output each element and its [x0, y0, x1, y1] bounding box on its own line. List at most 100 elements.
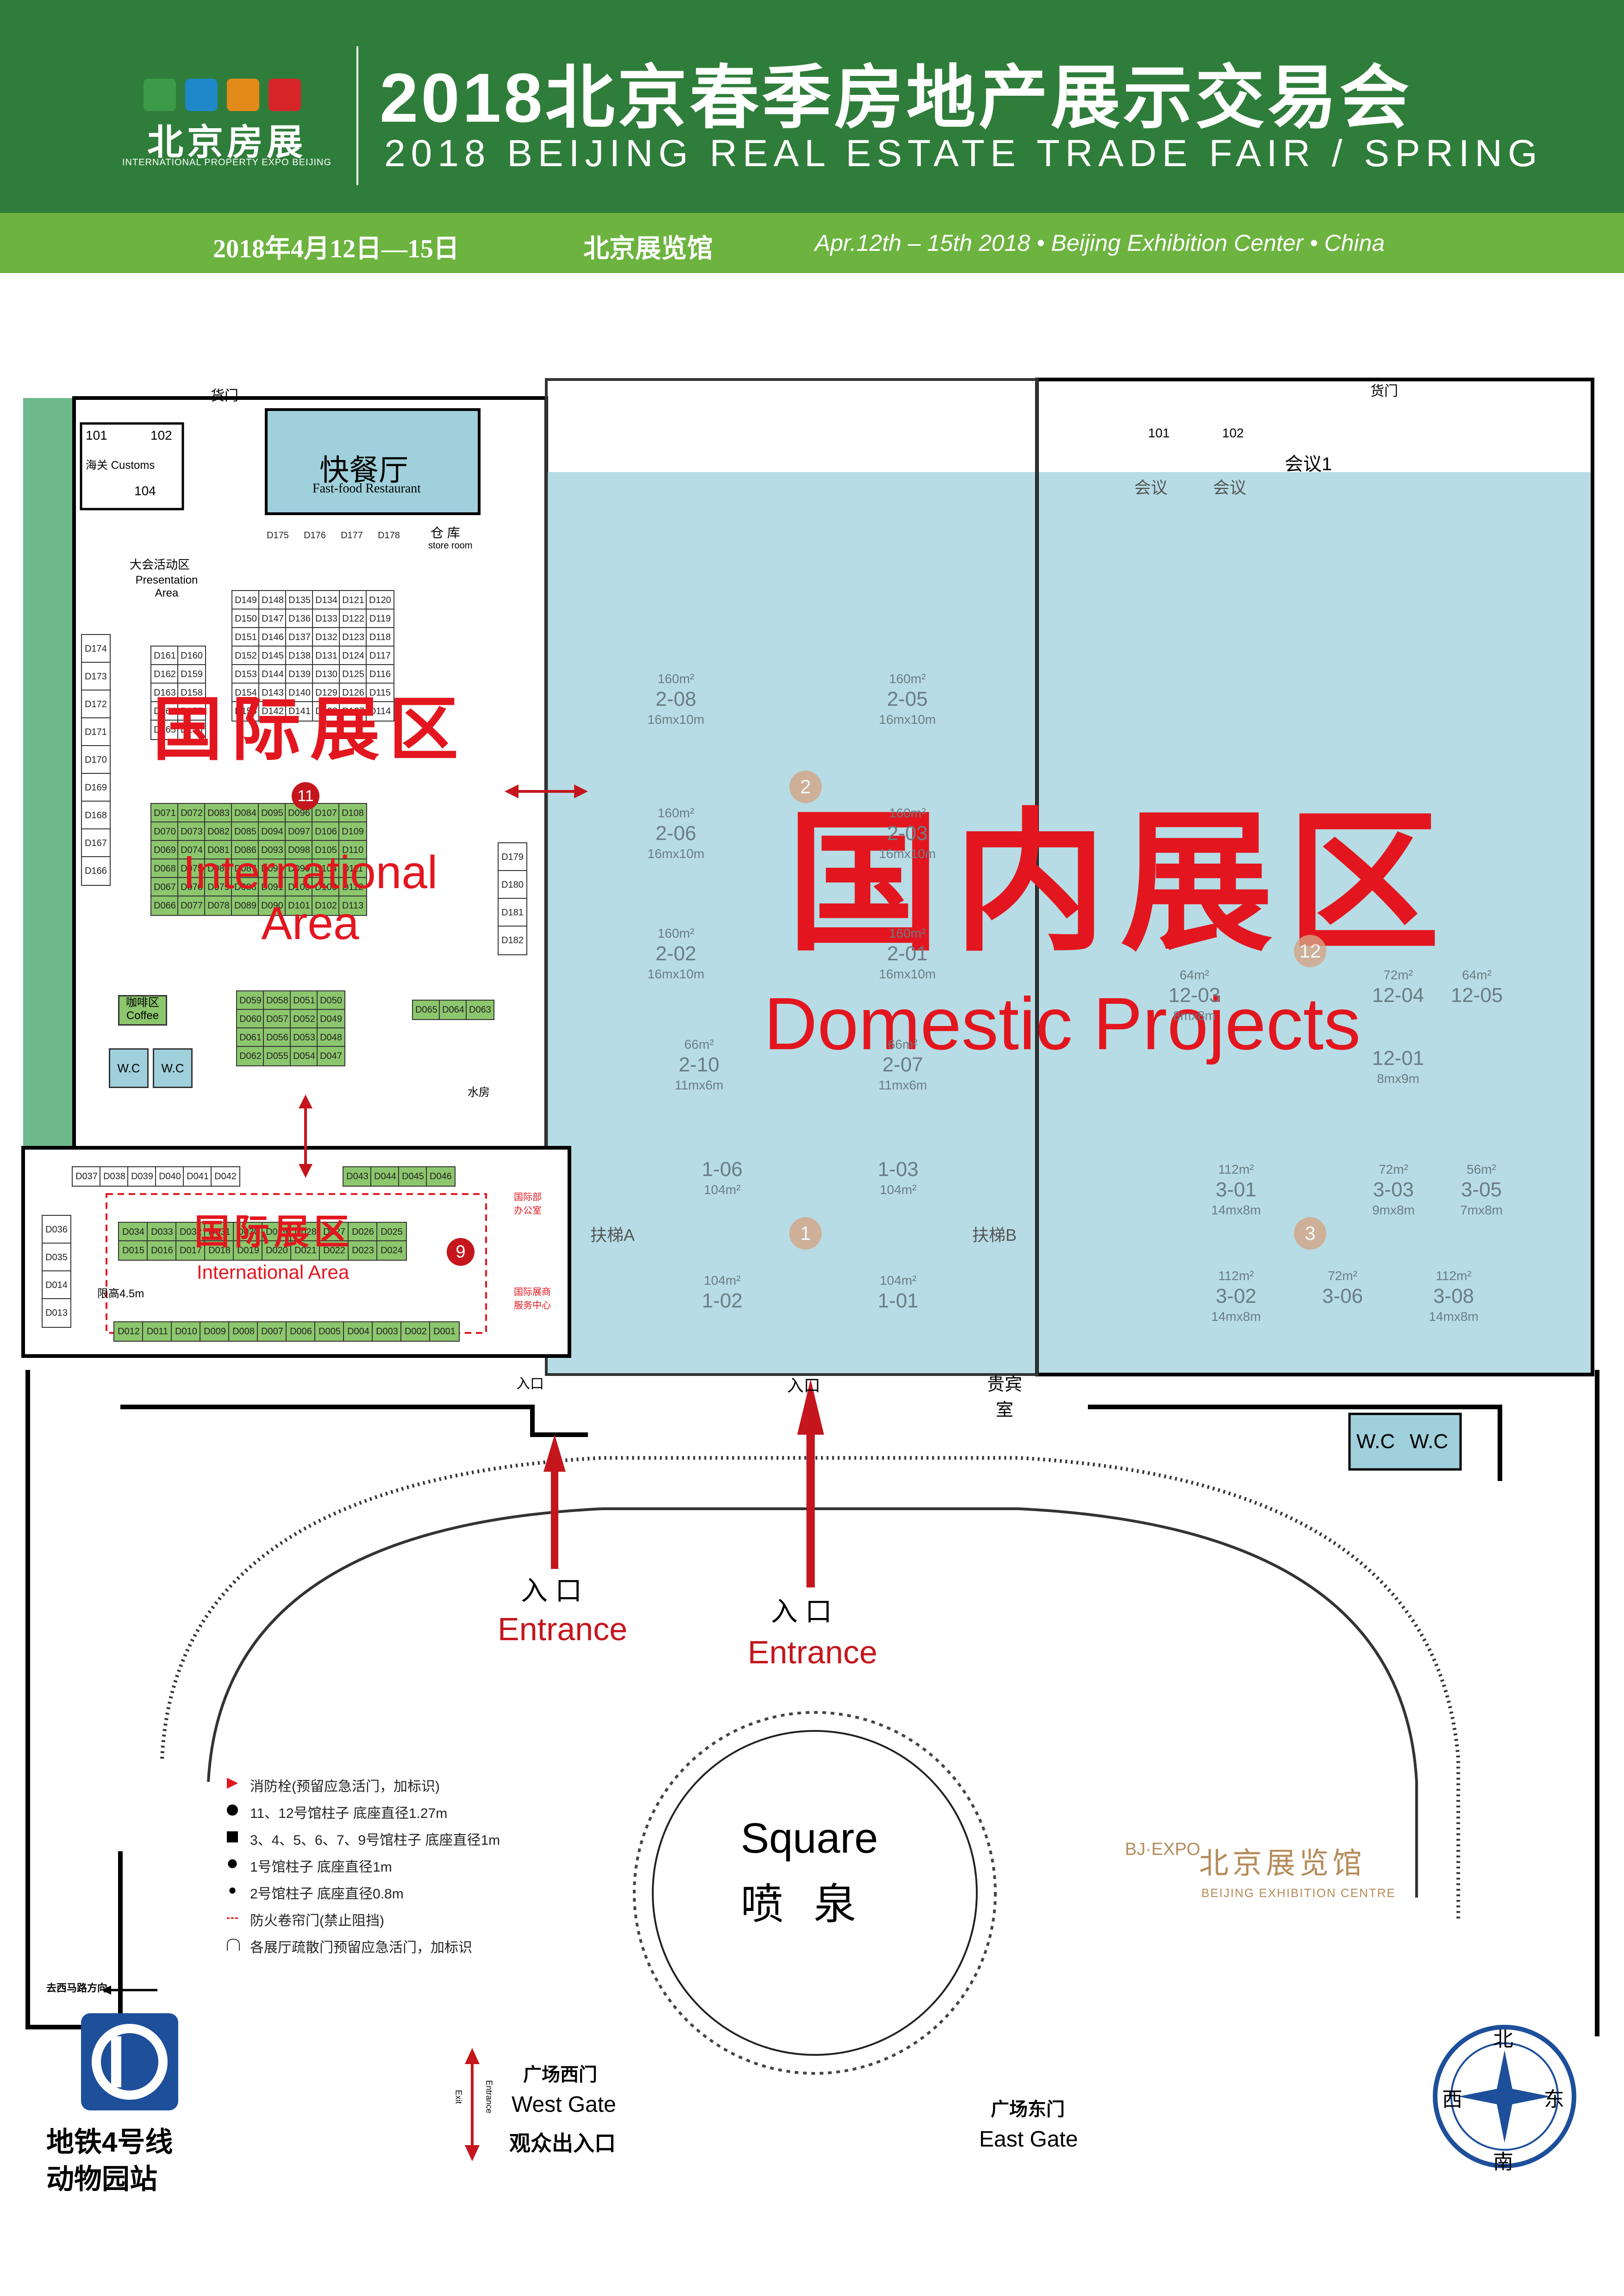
- booth[interactable]: D083: [204, 803, 233, 823]
- booth[interactable]: D177: [341, 530, 363, 541]
- booth[interactable]: D035: [42, 1243, 71, 1272]
- booth[interactable]: D002: [400, 1321, 431, 1342]
- booth[interactable]: D103: [312, 877, 340, 897]
- booth[interactable]: D012: [113, 1321, 144, 1342]
- booth[interactable]: D054: [290, 1046, 319, 1066]
- booth[interactable]: D020: [262, 1240, 292, 1261]
- booth[interactable]: D129: [312, 683, 341, 703]
- booth[interactable]: D051: [290, 990, 319, 1011]
- booth[interactable]: D180: [498, 870, 527, 900]
- booth[interactable]: D140: [285, 683, 314, 703]
- audience-gate[interactable]: 观众出入口: [509, 2131, 616, 2155]
- booth[interactable]: D172: [81, 690, 111, 719]
- booth[interactable]: D102: [312, 896, 340, 916]
- booth[interactable]: D099: [285, 859, 313, 879]
- booth[interactable]: D125: [339, 664, 368, 684]
- booth[interactable]: D114: [366, 701, 394, 722]
- booth[interactable]: D038: [100, 1166, 129, 1187]
- booth[interactable]: D056: [263, 1027, 292, 1048]
- booth[interactable]: D127: [339, 701, 368, 722]
- booth[interactable]: D104: [312, 859, 340, 879]
- booth[interactable]: D028: [290, 1222, 321, 1242]
- booth[interactable]: D060: [236, 1009, 265, 1029]
- booth[interactable]: D010: [171, 1321, 201, 1342]
- booth[interactable]: D117: [366, 646, 394, 666]
- booth[interactable]: D004: [343, 1321, 374, 1342]
- booth[interactable]: D106: [312, 821, 340, 842]
- booth[interactable]: D073: [177, 821, 206, 842]
- booth[interactable]: D110: [338, 840, 367, 860]
- booth[interactable]: D040: [155, 1166, 185, 1187]
- booth[interactable]: D024: [376, 1240, 407, 1261]
- booth[interactable]: D152: [231, 646, 260, 666]
- booth[interactable]: D158: [177, 683, 206, 703]
- booth[interactable]: D003: [372, 1321, 402, 1342]
- booth[interactable]: D089: [231, 896, 260, 916]
- booth[interactable]: D133: [312, 609, 341, 629]
- booth[interactable]: D015: [118, 1240, 149, 1261]
- entrance-cn-left[interactable]: 入 口: [521, 1576, 582, 1606]
- booth[interactable]: D097: [285, 821, 313, 842]
- booth[interactable]: D137: [285, 627, 314, 647]
- booth[interactable]: D173: [81, 662, 111, 691]
- booth[interactable]: D043: [343, 1166, 372, 1187]
- booth[interactable]: D057: [263, 1009, 292, 1029]
- booth[interactable]: D053: [290, 1027, 319, 1048]
- booth[interactable]: D109: [338, 821, 367, 842]
- booth[interactable]: D013: [42, 1298, 71, 1328]
- booth[interactable]: D166: [81, 856, 111, 886]
- booth[interactable]: D047: [317, 1046, 345, 1066]
- booth[interactable]: D037: [72, 1166, 101, 1187]
- booth[interactable]: D116: [366, 664, 394, 684]
- booth[interactable]: D100: [285, 877, 313, 897]
- booth[interactable]: D016: [147, 1240, 177, 1261]
- entrance-en-left[interactable]: Entrance: [498, 1611, 628, 1647]
- booth[interactable]: D006: [286, 1321, 316, 1342]
- booth[interactable]: D090: [258, 896, 287, 916]
- booth[interactable]: D151: [231, 627, 260, 647]
- booth[interactable]: D078: [204, 896, 233, 916]
- booth[interactable]: D059: [236, 990, 265, 1011]
- booth[interactable]: D094: [258, 821, 287, 842]
- booth[interactable]: D182: [498, 926, 527, 955]
- booth[interactable]: D088: [231, 877, 260, 897]
- booth[interactable]: D128: [312, 701, 341, 722]
- booth[interactable]: D108: [338, 803, 367, 823]
- booth[interactable]: D139: [285, 664, 314, 684]
- booth[interactable]: D021: [290, 1240, 321, 1261]
- booth[interactable]: D007: [257, 1321, 287, 1342]
- booth[interactable]: D145: [258, 646, 287, 666]
- booth[interactable]: D058: [263, 990, 292, 1011]
- booth[interactable]: D170: [81, 745, 111, 775]
- booth[interactable]: D074: [177, 840, 206, 860]
- booth[interactable]: D034: [118, 1222, 149, 1242]
- booth[interactable]: D044: [370, 1166, 400, 1187]
- booth[interactable]: D045: [398, 1166, 428, 1187]
- booth[interactable]: D017: [175, 1240, 206, 1261]
- booth[interactable]: D070: [150, 821, 179, 842]
- booth[interactable]: D113: [338, 896, 367, 916]
- booth[interactable]: D136: [285, 609, 314, 629]
- booth[interactable]: D029: [262, 1222, 292, 1242]
- entrance-en-center[interactable]: Entrance: [748, 1634, 878, 1670]
- booth[interactable]: D122: [339, 609, 368, 629]
- booth[interactable]: D146: [258, 627, 287, 647]
- booth[interactable]: D160: [177, 646, 206, 666]
- booth[interactable]: D039: [127, 1166, 157, 1187]
- booth[interactable]: D005: [314, 1321, 345, 1342]
- booth[interactable]: D165: [150, 720, 179, 740]
- booth[interactable]: D161: [150, 646, 179, 666]
- booth[interactable]: D025: [376, 1222, 407, 1242]
- booth[interactable]: D022: [319, 1240, 350, 1261]
- booth[interactable]: D069: [150, 840, 179, 860]
